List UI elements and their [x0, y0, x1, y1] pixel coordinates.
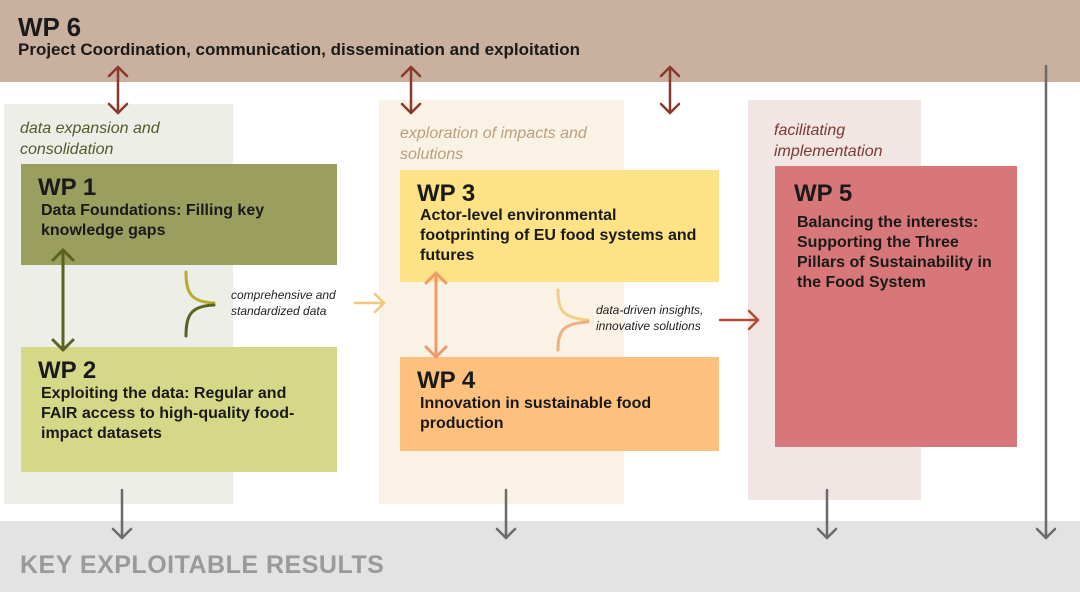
- wp3-text: Actor-level environmental footprinting o…: [420, 207, 697, 264]
- wp4-text: Innovation in sustainable food productio…: [420, 395, 652, 432]
- wp5-box: WP 5 Balancing the interests: Supporting…: [775, 166, 1017, 447]
- wp5-title: WP 5: [794, 180, 853, 207]
- coordination-arrow-2: [400, 65, 422, 115]
- wp5-text: Balancing the interests: Supporting the …: [797, 214, 992, 291]
- flow-arrow-1: [353, 292, 386, 314]
- wp3-wp4-arrow: [424, 271, 448, 359]
- results-arrow-1: [111, 488, 133, 540]
- brace-1: [184, 270, 216, 338]
- wp1-wp2-arrow: [51, 248, 75, 352]
- wp1-text: Data Foundations: Filling key knowledge …: [41, 202, 265, 239]
- column-label-2: exploration of impacts and solutions: [400, 125, 587, 163]
- wp3-title: WP 3: [417, 180, 476, 207]
- wp2-box: WP 2 Exploiting the data: Regular and FA…: [21, 347, 337, 472]
- results-arrow-3: [816, 488, 838, 540]
- wp6-results-arrow: [1035, 64, 1057, 540]
- wp4-box: WP 4 Innovation in sustainable food prod…: [400, 357, 719, 451]
- flow-note-1: comprehensive and standardized data: [231, 288, 336, 318]
- brace-2: [556, 288, 590, 352]
- wp6-subtitle: Project Coordination, communication, dis…: [18, 40, 580, 59]
- results-arrow-2: [495, 488, 517, 540]
- column-label-3: facilitating implementation: [774, 122, 883, 160]
- flow-note-2: data-driven insights, innovative solutio…: [596, 303, 704, 333]
- column-label-1: data expansion and consolidation: [20, 120, 160, 158]
- coordination-arrow-1: [107, 65, 129, 115]
- wp4-title: WP 4: [417, 367, 476, 394]
- flow-arrow-2: [718, 309, 760, 331]
- wp3-box: WP 3 Actor-level environmental footprint…: [400, 170, 719, 282]
- wp2-title: WP 2: [38, 357, 97, 384]
- coordination-arrow-3: [659, 65, 681, 115]
- wp2-text: Exploiting the data: Regular and FAIR ac…: [41, 385, 295, 442]
- wp6-title: WP 6: [18, 12, 82, 42]
- results-title: KEY EXPLOITABLE RESULTS: [20, 551, 385, 579]
- wp6-band: [0, 0, 1080, 82]
- wp1-title: WP 1: [38, 174, 97, 201]
- wp1-box: WP 1 Data Foundations: Filling key knowl…: [21, 164, 337, 265]
- results-band: [0, 521, 1080, 592]
